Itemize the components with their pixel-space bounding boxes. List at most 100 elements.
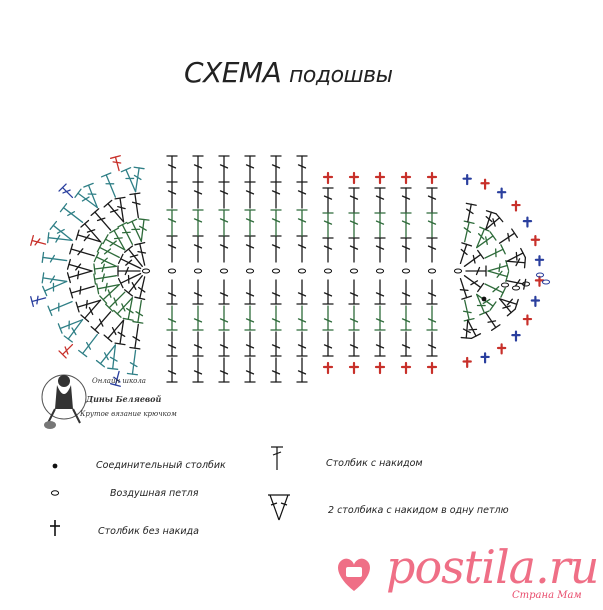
- dc-right-upper: [426, 187, 438, 213]
- v-increase-left: [113, 297, 134, 318]
- diagram-title: СХЕМА подошвы: [184, 56, 404, 89]
- chain-stitch: [323, 268, 333, 274]
- dc-row4-upper: [270, 155, 282, 183]
- v-increase-left: [42, 280, 68, 297]
- dc-row1-lower: [166, 279, 178, 305]
- dc-row2-lower: [244, 305, 256, 331]
- dc-row4-lower: [244, 357, 256, 383]
- dc-row3-lower: [296, 331, 308, 357]
- v-increase-right: [467, 319, 482, 339]
- dc-row3-lower: [218, 331, 230, 357]
- dc-right-upper: [348, 187, 360, 213]
- dc-right-lower: [400, 305, 412, 331]
- dc-right-lower: [426, 331, 438, 357]
- v-increase-left: [49, 220, 73, 242]
- dc-left-outer: [30, 234, 47, 246]
- v-increase-right: [485, 210, 497, 231]
- dc-right-lower: [374, 305, 386, 331]
- v-increase-left: [41, 272, 68, 284]
- dc-left-fan: [96, 242, 120, 259]
- v-increase-right: [498, 298, 519, 310]
- legend-two-dc: 2 столбика с накидом в одну петлю: [328, 505, 509, 516]
- dc-left-outer: [58, 343, 74, 359]
- dc-left-fan: [59, 203, 84, 223]
- chain-stitch: [521, 281, 531, 287]
- v-increase-left: [95, 344, 117, 368]
- dc-left-fan: [132, 299, 144, 324]
- v-increase-left: [75, 229, 102, 243]
- chain-stitch: [219, 268, 229, 274]
- dc-right-fan: [465, 202, 477, 223]
- dc-row3-lower: [270, 331, 282, 357]
- dc-left-outer: [109, 370, 121, 387]
- dc-left-fan: [126, 349, 139, 376]
- slip-stitch-dot-icon: [52, 463, 58, 469]
- v-increase-right: [460, 319, 472, 340]
- v-increase-left: [66, 258, 93, 272]
- v-increase-left: [47, 232, 73, 244]
- title-sub: подошвы: [289, 63, 393, 88]
- chain-stitch: [427, 268, 437, 274]
- dc-left-fan: [134, 276, 146, 301]
- dc-row2-lower: [218, 305, 230, 331]
- dc-right-fan: [485, 311, 501, 331]
- chain-stitch: [541, 279, 551, 285]
- dc-row4-lower: [218, 357, 230, 383]
- dc-right-fan: [459, 242, 473, 265]
- dc-right-fan: [484, 283, 506, 298]
- dc-left-fan: [69, 285, 95, 299]
- dc-left-fan: [129, 192, 141, 219]
- dc-row4-upper: [192, 155, 204, 183]
- logo-line-2: Дины Беляевой: [86, 394, 162, 404]
- title-main: СХЕМА: [184, 56, 282, 89]
- dc-right-fan: [463, 275, 485, 293]
- dc-left-fan: [129, 323, 141, 350]
- dc-right-upper: [322, 237, 334, 263]
- v-increase-right: [498, 298, 516, 317]
- logo-line-1: Онлайн школа: [92, 377, 146, 385]
- v-increase-right: [476, 231, 497, 249]
- chain-stitch: [193, 268, 203, 274]
- dc-right-upper: [348, 237, 360, 263]
- chain-stitch: [511, 285, 521, 291]
- v-increase-left: [66, 270, 93, 284]
- dc-row4-upper: [166, 155, 178, 183]
- dc-right-fan: [484, 244, 506, 259]
- dc-row1-lower: [270, 279, 282, 305]
- v-increase-left: [75, 299, 102, 313]
- v-increase-left: [103, 199, 125, 223]
- v-increase-icon: [268, 494, 290, 521]
- dc-right-upper: [374, 237, 386, 263]
- chain-stitch: [141, 268, 151, 274]
- dc-right-fan: [465, 265, 487, 277]
- dc-row2-upper: [270, 209, 282, 237]
- dc-right-upper: [374, 187, 386, 213]
- dc-left-fan: [123, 245, 143, 267]
- dc-row4-upper: [244, 155, 256, 183]
- dc-row1-lower: [296, 279, 308, 305]
- dc-left-outer: [109, 155, 122, 172]
- dc-row2-lower: [166, 305, 178, 331]
- dc-right-fan: [462, 299, 475, 322]
- dc-row4-lower: [296, 357, 308, 383]
- dc-left-fan: [100, 172, 117, 198]
- v-increase-left: [74, 188, 98, 209]
- v-increase-left: [93, 251, 118, 267]
- dc-right-lower: [374, 331, 386, 357]
- dc-left-fan: [117, 253, 142, 270]
- dc-left-fan: [47, 300, 73, 317]
- v-increase-right: [506, 257, 527, 269]
- chain-stitch: [245, 268, 255, 274]
- dc-left-fan: [123, 275, 143, 297]
- dc-left-fan: [117, 221, 134, 245]
- v-increase-left: [109, 227, 126, 251]
- dc-row4-lower: [192, 357, 204, 383]
- v-increase-left: [114, 319, 126, 346]
- v-increase-left: [96, 282, 120, 295]
- chain-stitch: [375, 268, 385, 274]
- dc-right-lower: [322, 305, 334, 331]
- dc-row2-upper: [244, 209, 256, 237]
- v-increase-left: [122, 297, 134, 321]
